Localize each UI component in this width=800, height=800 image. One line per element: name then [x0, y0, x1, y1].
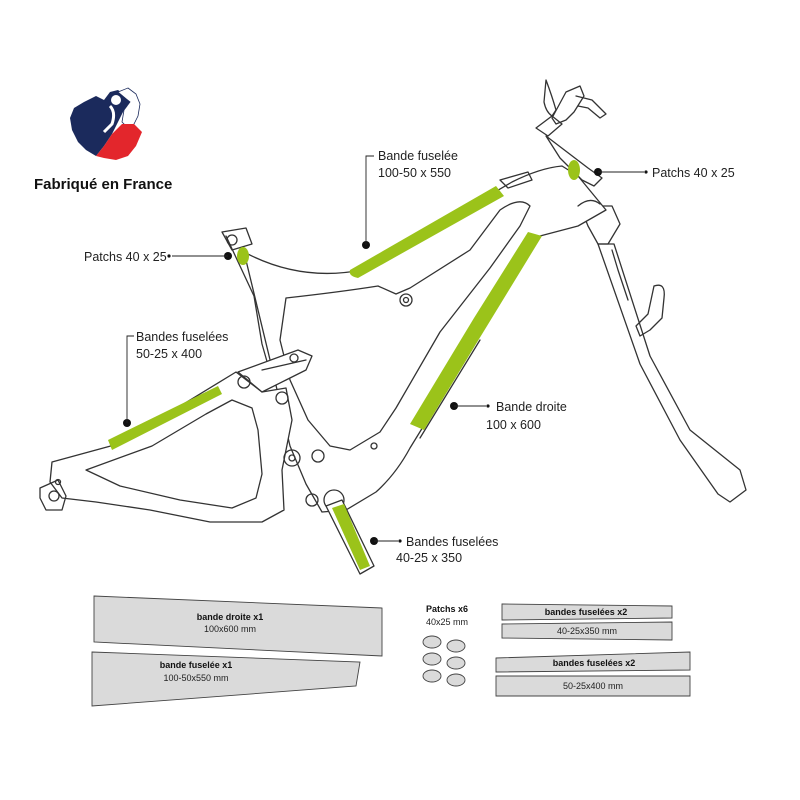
svg-text:Patchs 40 x 25: Patchs 40 x 25 — [652, 166, 735, 180]
patch — [422, 669, 442, 683]
zone-seat-patch — [237, 247, 249, 265]
kit-strip-tapered: bande fuselée x1 100-50x550 mm — [91, 651, 361, 707]
svg-text:100x600 mm: 100x600 mm — [204, 624, 256, 634]
patch — [422, 652, 442, 666]
patch — [446, 656, 466, 670]
callout-crank: Bandes fuselées 40-25 x 350 — [370, 535, 498, 565]
zone-down-tube — [410, 232, 542, 430]
patch — [422, 635, 442, 649]
svg-text:40-25x350 mm: 40-25x350 mm — [557, 626, 617, 636]
kit-strips-50: bandes fuselées x2 50-25x400 mm — [495, 651, 691, 697]
svg-text:Bandes fuselées: Bandes fuselées — [406, 535, 498, 549]
france-map-logo — [70, 87, 142, 160]
callout-down-tube: Bande droite 100 x 600 — [450, 400, 567, 432]
svg-text:100-50 x 550: 100-50 x 550 — [378, 166, 451, 180]
svg-text:bandes fuselées x2: bandes fuselées x2 — [545, 607, 628, 617]
callout-top-tube: Bande fuselée 100-50 x 550 — [362, 149, 458, 249]
made-in-france-label: Fabriqué en France — [34, 176, 172, 193]
patch — [446, 639, 466, 653]
svg-text:Bande fuselée: Bande fuselée — [378, 149, 458, 163]
zone-chainstay — [108, 386, 222, 450]
svg-text:bandes fuselées x2: bandes fuselées x2 — [553, 658, 636, 668]
callout-head-patch: Patchs 40 x 25 — [594, 166, 735, 180]
svg-text:100-50x550 mm: 100-50x550 mm — [163, 673, 228, 683]
bike-frame — [39, 165, 607, 575]
svg-text:Patchs 40 x 25: Patchs 40 x 25 — [84, 250, 167, 264]
seatpost — [535, 79, 607, 187]
svg-text:50-25x400 mm: 50-25x400 mm — [563, 681, 623, 691]
svg-text:50-25 x 400: 50-25 x 400 — [136, 347, 202, 361]
callout-chainstay: Bandes fuselées 50-25 x 400 — [123, 330, 228, 427]
fork — [579, 205, 747, 503]
protection-zones — [108, 160, 580, 570]
zone-top-tube — [349, 186, 504, 278]
svg-text:Bande droite: Bande droite — [496, 400, 567, 414]
callout-seat-patch: Patchs 40 x 25 — [84, 250, 232, 264]
svg-text:Patchs x6: Patchs x6 — [426, 604, 468, 614]
kit-strips-40: bandes fuselées x2 40-25x350 mm — [501, 603, 673, 641]
zone-crank — [332, 504, 370, 570]
svg-text:bande fuselée x1: bande fuselée x1 — [160, 660, 233, 670]
zone-head-patch — [568, 160, 580, 180]
patch — [446, 673, 466, 687]
kit-patches: Patchs x6 40x25 mm — [422, 604, 468, 687]
kit-strip-straight: bande droite x1 100x600 mm — [93, 595, 383, 657]
svg-text:40-25 x 350: 40-25 x 350 — [396, 551, 462, 565]
svg-text:100 x 600: 100 x 600 — [486, 418, 541, 432]
svg-text:Bandes fuselées: Bandes fuselées — [136, 330, 228, 344]
svg-text:bande droite x1: bande droite x1 — [197, 612, 264, 622]
svg-text:40x25 mm: 40x25 mm — [426, 617, 468, 627]
